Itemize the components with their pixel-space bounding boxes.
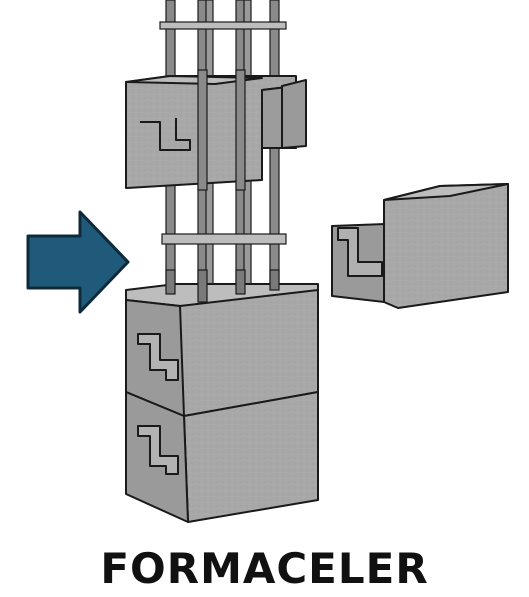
arrow-right-icon [26,210,130,314]
formwork-block-illustration [26,0,509,523]
caption-title: FORMACELER [100,544,429,593]
side-formwork-block [331,183,509,309]
lower-formwork-block-bottom [125,391,319,523]
upper-formwork-block [125,75,307,189]
